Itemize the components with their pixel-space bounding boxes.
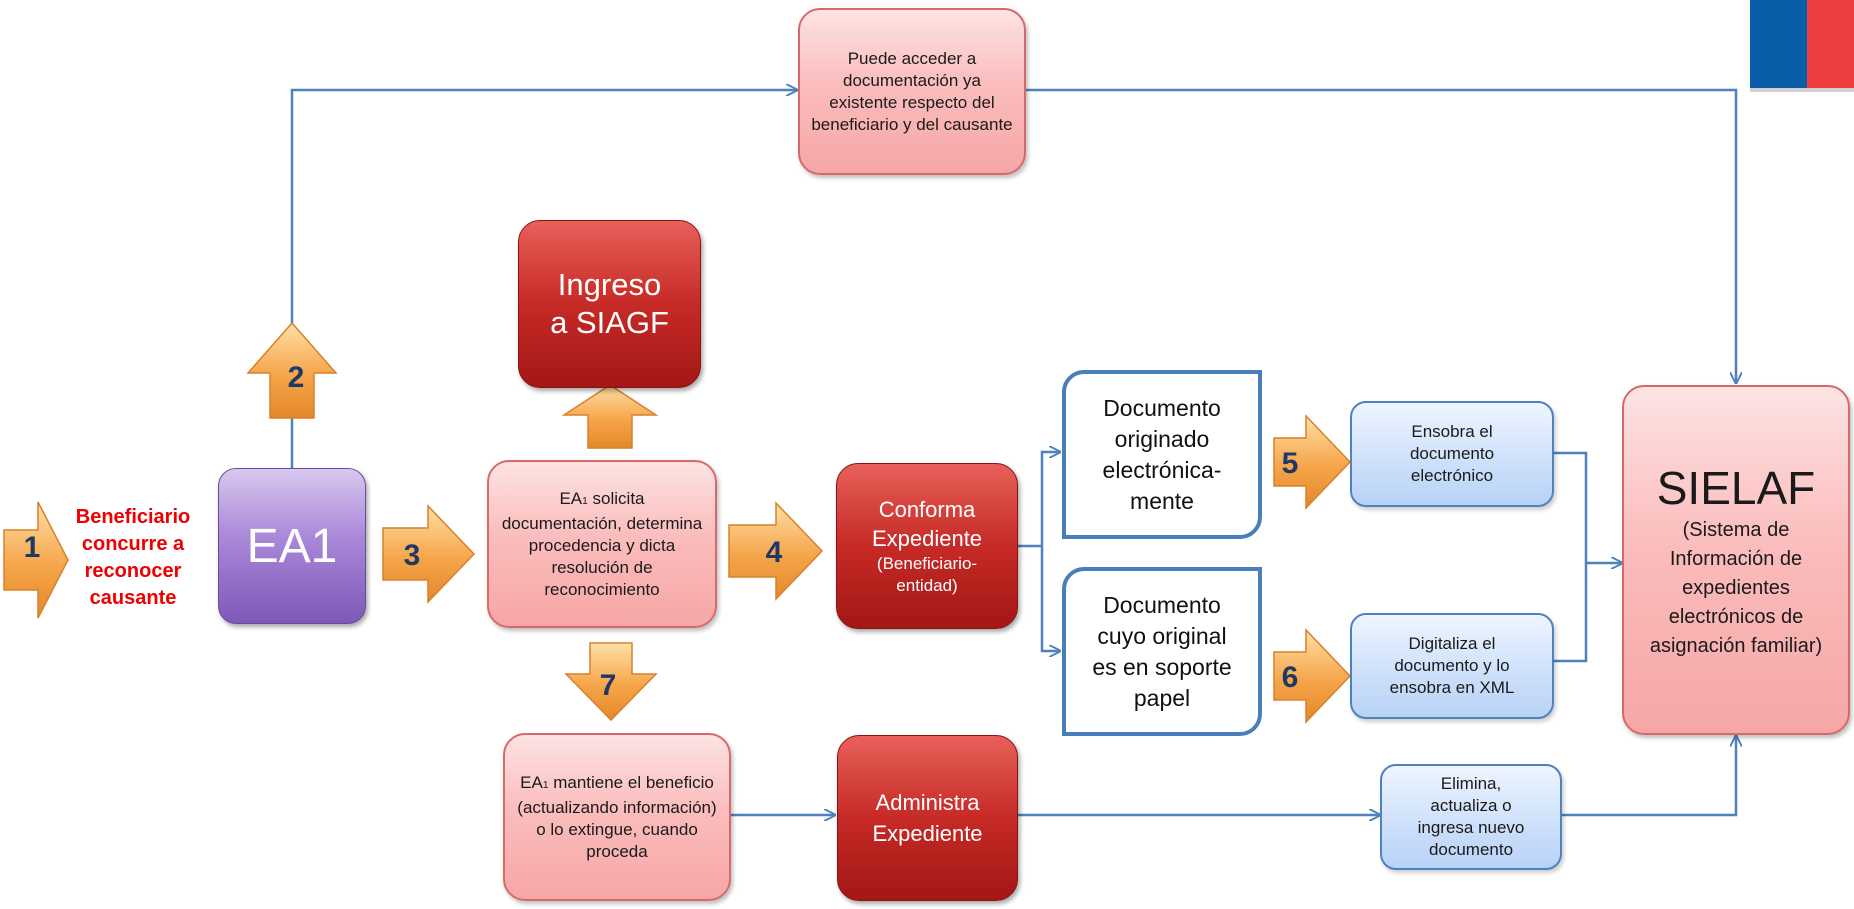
connector-to-doc-electronic [1040, 452, 1060, 546]
conforma-box: Conforma Expediente (Beneficiario-entida… [836, 463, 1018, 629]
corner-flag-red [1807, 0, 1854, 88]
solicita-text: EA1 solicita documentación, determina pr… [501, 488, 703, 601]
mantiene-rest: mantiene el beneficio (actualizando info… [517, 772, 717, 861]
step-number-5: 5 [1281, 447, 1299, 480]
mantiene-box: EA1 mantiene el beneficio (actualizando … [503, 733, 731, 901]
step-1-marker: 1 [24, 531, 41, 564]
solicita-rest: solicita documentación, determina proced… [501, 488, 703, 599]
connector-ensobra-merge [1554, 451, 1588, 563]
connector-digitaliza-merge [1554, 563, 1588, 663]
step-4-marker: 4 [766, 536, 783, 569]
ingreso-siagf-label: Ingreso a SIAGF [550, 267, 669, 340]
step-number-2: 2 [287, 361, 305, 394]
ensobra-box: Ensobra el documento electrónico [1350, 401, 1554, 507]
step-7-marker: 7 [600, 669, 617, 702]
step-number-4: 4 [765, 536, 783, 569]
step-number-7: 7 [599, 669, 617, 702]
administra-label: Administra Expediente [872, 790, 983, 846]
step-arrow-2 [246, 321, 338, 419]
mantiene-sub: 1 [542, 779, 549, 791]
ingreso-siagf-box: Ingreso a SIAGF [518, 220, 701, 388]
sielaf-box: SIELAF (Sistema de Información de expedi… [1622, 385, 1850, 735]
top-note-box: Puede acceder a documentación ya existen… [798, 8, 1026, 175]
step-6-marker: 6 [1282, 661, 1299, 694]
step-number-6: 6 [1281, 661, 1299, 694]
sielaf-title: SIELAF [1656, 461, 1816, 514]
step-number-3: 3 [403, 539, 421, 572]
solicita-box: EA1 solicita documentación, determina pr… [487, 460, 717, 628]
step-3-marker: 3 [404, 539, 421, 572]
elimina-box: Elimina, actualiza o ingresa nuevo docum… [1380, 764, 1562, 870]
corner-flag-shadow [1750, 88, 1854, 92]
digitaliza-box: Digitaliza el documento y lo ensobra en … [1350, 613, 1554, 719]
digitaliza-text: Digitaliza el documento y lo ensobra en … [1389, 634, 1515, 697]
solicita-lead: EA [559, 488, 583, 508]
step-5-marker: 5 [1282, 447, 1299, 480]
administra-box: Administra Expediente [837, 735, 1018, 901]
sielaf-subtitle: (Sistema de Información de expedientes e… [1649, 518, 1823, 657]
solicita-sub: 1 [582, 495, 588, 507]
intro-text: Beneficiario concurre a reconocer causan… [75, 506, 191, 609]
connector-top-note-to-sielaf [1025, 88, 1736, 383]
step-2-marker: 2 [288, 361, 305, 394]
conforma-subtitle: (Beneficiario-entidad) [876, 554, 978, 595]
connector-elimina-to-sielaf [1562, 736, 1736, 817]
doc-paper-box: Documento cuyo original es en soporte pa… [1062, 567, 1262, 736]
step-arrow-5 [1273, 414, 1352, 510]
doc-electronic-text: Documento originado electrónica-mente [1102, 394, 1222, 514]
corner-flag-blue [1750, 0, 1807, 88]
elimina-text: Elimina, actualiza o ingresa nuevo docum… [1417, 774, 1525, 859]
step-arrow-1 [3, 501, 69, 619]
step-arrow-4 [728, 501, 824, 601]
top-note-text: Puede acceder a documentación ya existen… [811, 48, 1013, 134]
doc-electronic-box: Documento originado electrónica-mente [1062, 370, 1262, 539]
ea1-label: EA1 [246, 519, 338, 573]
arrow-up-to-ingreso [561, 384, 659, 449]
step-arrow-7 [564, 642, 658, 722]
step-arrow-6 [1273, 628, 1352, 724]
ensobra-text: Ensobra el documento electrónico [1409, 422, 1495, 485]
mantiene-text: EA1 mantiene el beneficio (actualizando … [517, 772, 717, 863]
mantiene-lead: EA [520, 772, 543, 792]
connector-to-doc-paper [1040, 546, 1060, 651]
step-arrow-3 [382, 504, 476, 604]
doc-paper-text: Documento cuyo original es en soporte pa… [1092, 591, 1232, 711]
ea1-box: EA1 [218, 468, 366, 624]
conforma-title: Conforma Expediente [871, 497, 983, 551]
step-number-1: 1 [23, 531, 41, 564]
